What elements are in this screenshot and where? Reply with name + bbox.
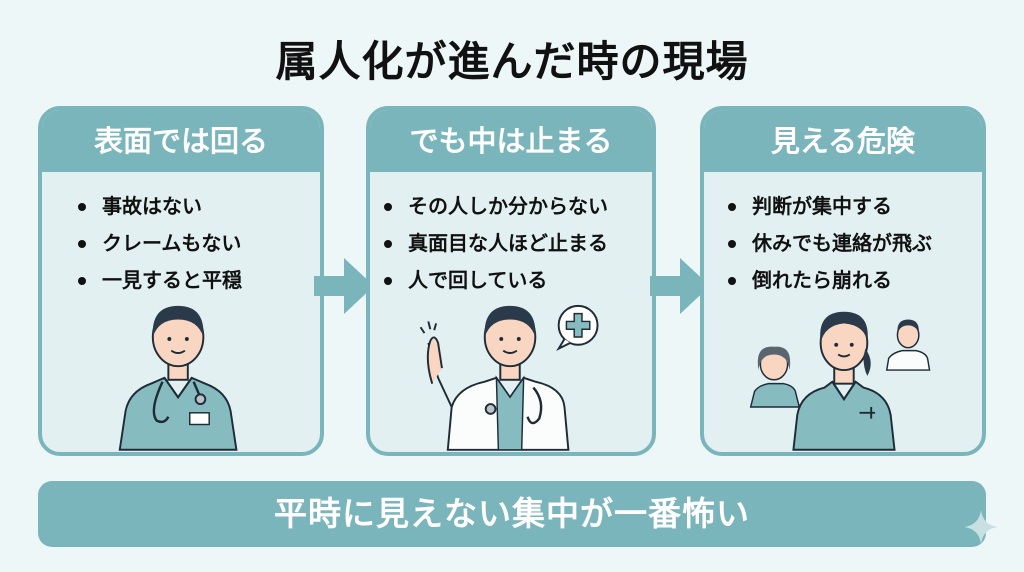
card-list: その人しか分からない 真面目な人ほど止まる 人で回している (370, 172, 652, 299)
card-surface: 表面では回る 事故はない クレームもない 一見すると平穏 (38, 106, 324, 456)
card-list: 事故はない クレームもない 一見すると平穏 (42, 172, 320, 299)
sparkle-icon (964, 510, 998, 544)
card-inside: でも中は止まる その人しか分からない 真面目な人ほど止まる 人で回している (366, 106, 656, 456)
card-heading: 見える危険 (704, 110, 982, 172)
list-item: 一見すると平穏 (76, 262, 320, 299)
page-title: 属人化が進んだ時の現場 (275, 37, 749, 86)
list-item: 休みでも連絡が飛ぶ (726, 225, 982, 262)
list-item: 倒れたら崩れる (726, 262, 982, 299)
list-item: クレームもない (76, 225, 320, 262)
card-heading: 表面では回る (42, 110, 320, 172)
card-heading: でも中は止まる (370, 110, 652, 172)
doctor-illustration-icon (419, 304, 599, 451)
list-item: 真面目な人ほど止まる (382, 225, 652, 262)
footer-banner: 平時に見えない集中が一番怖い (38, 481, 986, 547)
arrow-right-icon (314, 258, 374, 314)
list-item: その人しか分からない (382, 188, 652, 225)
list-item: 事故はない (76, 188, 320, 225)
nurse-illustration-icon (118, 305, 238, 451)
list-item: 人で回している (382, 262, 652, 299)
arrow-right-icon (650, 258, 710, 314)
nurse-team-illustration-icon (749, 311, 931, 451)
card-danger: 見える危険 判断が集中する 休みでも連絡が飛ぶ 倒れたら崩れる (700, 106, 986, 456)
list-item: 判断が集中する (726, 188, 982, 225)
card-list: 判断が集中する 休みでも連絡が飛ぶ 倒れたら崩れる (704, 172, 982, 299)
